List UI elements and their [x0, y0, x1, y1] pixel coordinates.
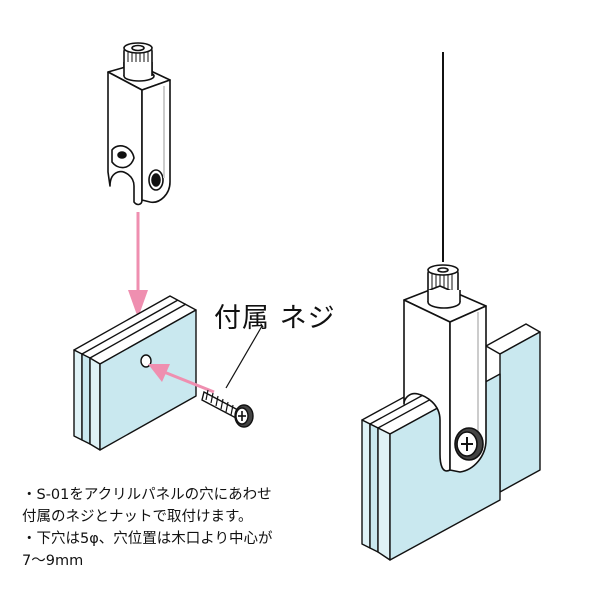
screw-label: 付属 ネジ [214, 303, 336, 334]
arrow-icon [128, 212, 148, 318]
arrow-icon [148, 364, 215, 394]
note-line: 7〜9mm [22, 553, 84, 569]
note-line: ・S-01をアクリルパネルの穴にあわせ [22, 487, 272, 503]
note-line: ・下穴は5φ、穴位置は木口より中心が [22, 531, 273, 547]
acrylic-panel-icon [73, 295, 197, 451]
screw-icon [201, 325, 263, 428]
fitting-icon [403, 264, 487, 473]
note-line: 付属のネジとナットで取付けます。 [22, 509, 253, 525]
fitting-icon [107, 42, 171, 206]
notes-text: ・S-01をアクリルパネルの穴にあわせ 付属のネジとナットで取付けます。 ・下穴… [22, 484, 273, 572]
